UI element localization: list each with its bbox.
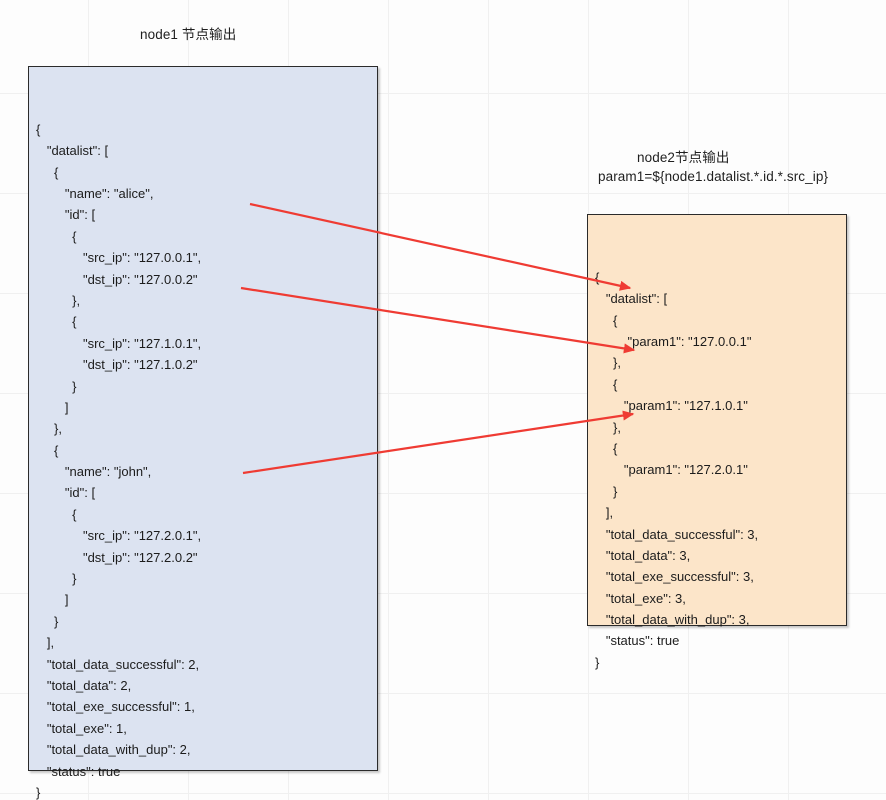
code-line: { (36, 506, 77, 522)
code-line: { (36, 228, 77, 244)
code-line: "datalist": [ (595, 291, 668, 307)
code-line: "param1": "127.1.0.1" (595, 398, 748, 414)
code-line: } (36, 571, 77, 587)
code-line: { (36, 121, 41, 137)
node2-param-expression-label: param1=${node1.datalist.*.id.*.src_ip} (598, 169, 829, 184)
code-line: }, (36, 292, 81, 308)
node1-json-lines: { "datalist": [ { "name": "alice", "id":… (36, 119, 377, 800)
code-line: } (36, 613, 59, 629)
code-line: "dst_ip": "127.0.0.2" (36, 271, 198, 287)
node2-output-json-box: { "datalist": [ { "param1": "127.0.0.1" … (587, 214, 847, 670)
code-line: ] (36, 399, 69, 415)
code-line: { (36, 314, 77, 330)
code-line: "src_ip": "127.1.0.1", (36, 335, 202, 351)
code-line: "param1": "127.2.0.1" (595, 462, 748, 478)
code-line: "total_data": 2, (36, 677, 132, 693)
code-line: "total_exe": 3, (595, 590, 686, 606)
node2-title-label: node2节点输出 (637, 150, 730, 165)
code-line: } (36, 378, 77, 394)
code-line: "src_ip": "127.0.0.1", (36, 250, 202, 266)
node1-output-json-box: { "datalist": [ { "name": "alice", "id":… (28, 66, 378, 800)
code-line: "src_ip": "127.2.0.1", (36, 528, 202, 544)
code-line: { (36, 442, 59, 458)
code-line: "total_data_with_dup": 3, (595, 612, 750, 628)
code-line: "total_data_successful": 2, (36, 656, 200, 672)
code-line: "status": true (595, 633, 680, 649)
code-line: "name": "alice", (36, 185, 154, 201)
code-line: "total_exe_successful": 1, (36, 699, 195, 715)
code-line: { (595, 312, 618, 328)
code-line: { (595, 440, 618, 456)
code-line: ] (36, 592, 69, 608)
code-line: ], (595, 505, 614, 521)
code-line: { (595, 376, 618, 392)
code-line: "id": [ (36, 485, 96, 501)
code-line: "total_data": 3, (595, 547, 691, 563)
code-line: "name": "john", (36, 464, 152, 480)
code-line: ], (36, 635, 55, 651)
code-line: { (595, 269, 600, 285)
code-line: "id": [ (36, 207, 96, 223)
code-line: "datalist": [ (36, 143, 109, 159)
code-line: "total_exe_successful": 3, (595, 569, 754, 585)
code-line: "status": true (36, 763, 121, 779)
code-line: "total_data_with_dup": 2, (36, 742, 191, 758)
node2-json-lines: { "datalist": [ { "param1": "127.0.0.1" … (595, 267, 846, 673)
code-line: }, (36, 421, 63, 437)
code-line: "total_data_successful": 3, (595, 526, 759, 542)
code-line: "dst_ip": "127.2.0.2" (36, 549, 198, 565)
code-line: { (36, 164, 59, 180)
code-line: "dst_ip": "127.1.0.2" (36, 357, 198, 373)
code-line: } (595, 483, 618, 499)
node1-title-label: node1 节点输出 (140, 27, 237, 42)
code-line: "total_exe": 1, (36, 720, 127, 736)
code-line: } (36, 784, 41, 800)
code-line: }, (595, 355, 622, 371)
code-line: }, (595, 419, 622, 435)
code-line: "param1": "127.0.0.1" (595, 333, 752, 349)
code-line: } (595, 654, 600, 670)
